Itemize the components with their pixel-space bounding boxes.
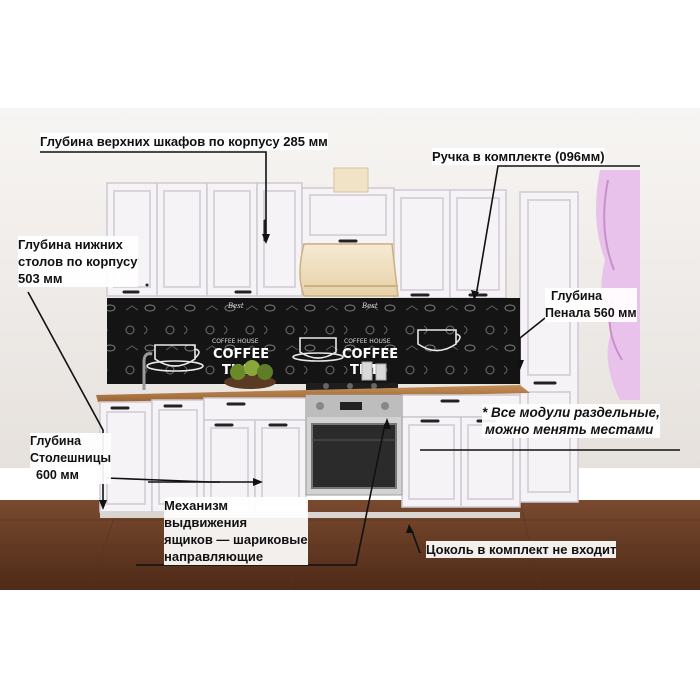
- range-hood: [299, 167, 399, 297]
- plinth: [100, 512, 520, 518]
- countertop-depth-line-2: Столешницы: [30, 451, 112, 465]
- drawer-mechanism-label: Механизм выдвижения ящиков — шариковые н…: [164, 497, 308, 565]
- backsplash-text-coffee: COFFEE: [213, 347, 269, 362]
- countertop-depth-label: Глубина Столешницы 600 мм: [30, 433, 112, 484]
- drawer-mechanism-line-4: направляющие: [164, 549, 264, 564]
- modules-note-line-2: можно менять местами: [485, 422, 654, 437]
- annotation-lines: [27, 151, 680, 566]
- tall-cabinet-depth-line-2: Пенала 560 мм: [545, 306, 637, 320]
- drawer-mechanism-line-3: ящиков — шариковые: [164, 532, 308, 547]
- drawer-mechanism-line-2: выдвижения: [164, 515, 248, 530]
- countertop-depth-line-1: Глубина: [30, 434, 82, 448]
- jars: [361, 361, 387, 381]
- tall-cabinet-depth-line-1: Глубина: [551, 289, 603, 303]
- lower-handles: [110, 399, 496, 427]
- tall-cabinet: [519, 191, 579, 503]
- modules-note-label: * Все модули раздельные, можно менять ме…: [482, 404, 660, 438]
- lower-cabinets-depth-line-2: столов по корпусу: [18, 254, 138, 269]
- backsplash-text-coffee-house: COFFEE HOUSE: [212, 338, 259, 345]
- upper-handles: [122, 219, 488, 297]
- backsplash-text-best-2: Best: [361, 302, 378, 310]
- annotation-arrowheads: [99, 234, 524, 533]
- handle-label: Ручка в комплекте (096мм): [432, 148, 605, 165]
- countertop-depth-line-3: 600 мм: [36, 468, 79, 482]
- upper-cabinets-depth-label: Глубина верхних шкафов по корпусу 285 мм: [40, 133, 328, 150]
- backsplash-text-best: Best: [227, 302, 244, 310]
- cooktop: [306, 383, 398, 391]
- lower-cabinets-depth-line-3: 503 мм: [18, 271, 63, 286]
- backsplash-text-coffee-2: COFFEE: [342, 347, 398, 362]
- oven: [305, 394, 403, 496]
- faucet: [142, 352, 153, 390]
- backsplash: COFFEE TIME COFFEE TIME COFFEE HOUSE COF…: [107, 298, 520, 384]
- lower-cabinets-depth-label: Глубина нижних столов по корпусу 503 мм: [18, 236, 138, 287]
- drawer-mechanism-line-1: Механизм: [164, 498, 228, 513]
- plinth-label: Цоколь в комплект не входит: [426, 541, 617, 558]
- floor-planks: [0, 499, 700, 591]
- lower-cabinets-depth-line-1: Глубина нижних: [18, 237, 123, 252]
- backsplash-text-coffee-house-2: COFFEE HOUSE: [344, 338, 391, 345]
- fruit-bowl: [224, 360, 276, 389]
- tall-cabinet-depth-label: Глубина Пенала 560 мм: [545, 288, 637, 322]
- modules-note-line-1: * Все модули раздельные,: [482, 405, 660, 420]
